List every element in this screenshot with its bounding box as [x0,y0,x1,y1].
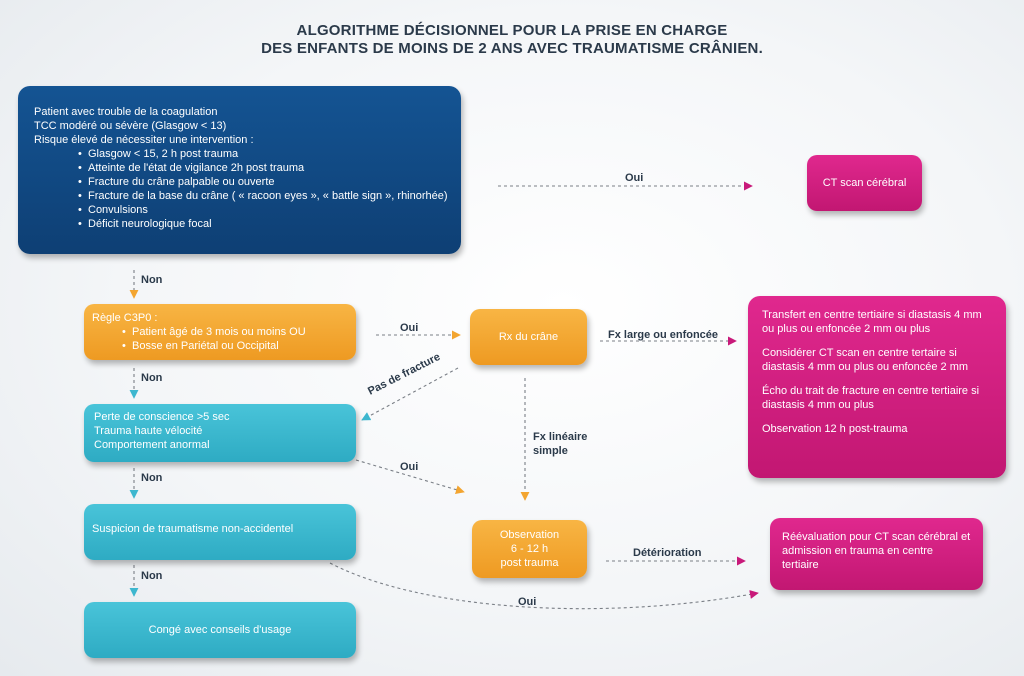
label-fx-large: Fx large ou enfoncée [608,329,719,341]
label-oui-top: Oui [625,172,644,184]
suspicion-text: Suspicion de traumatisme non-accidentel [92,523,294,535]
label-oui-bottom: Oui [518,596,537,608]
title-line-1: ALGORITHME DÉCISIONNEL POUR LA PRISE EN … [296,22,728,39]
page-title: ALGORITHME DÉCISIONNEL POUR LA PRISE EN … [0,22,1024,58]
loss-of-consciousness-box: Perte de conscience >5 sec Trauma haute … [84,404,356,462]
rule-c3p0-title: Règle C3P0 : [92,312,158,324]
list-item: Patient âgé de 3 mois ou moins OU [132,325,348,339]
observation-line-3: post trauma [500,557,559,569]
reevaluation-box: Réévaluation pour CT scan cérébral et ad… [770,518,983,590]
list-item: Glasgow < 15, 2 h post trauma [88,147,451,161]
criteria-line-coagulation: Patient avec trouble de la coagulation [34,106,218,118]
list-item: Fracture de la base du crâne ( « racoon … [88,189,451,203]
label-fx-lineaire-1: Fx linéaire [533,431,588,443]
transfer-paragraph-1: Transfert en centre tertiaire si diastas… [762,309,982,335]
list-item: Fracture du crâne palpable ou ouverte [88,175,451,189]
label-deterioration: Détérioration [633,547,702,559]
perte-line-1: Perte de conscience >5 sec [94,411,230,423]
observation-box: Observation 6 - 12 h post trauma [472,520,587,578]
list-item: Déficit neurologique focal [88,217,451,231]
criteria-list: Glasgow < 15, 2 h post trauma Atteinte d… [34,147,451,231]
criteria-line-tcc: TCC modéré ou sévère (Glasgow < 13) [34,120,227,132]
transfer-paragraph-4: Observation 12 h post-trauma [762,423,908,435]
discharge-box: Congé avec conseils d'usage [84,602,356,658]
arrow-perte-to-observation [355,459,465,495]
list-item: Bosse en Pariétal ou Occipital [132,339,348,353]
label-fx-lineaire-2: simple [533,445,568,457]
label-non-4: Non [141,570,163,582]
rule-c3p0-box: Règle C3P0 : Patient âgé de 3 mois ou mo… [84,304,356,360]
label-non-3: Non [141,472,163,484]
label-non-2: Non [141,372,163,384]
label-oui-obs: Oui [400,461,419,473]
criteria-line-risk: Risque élevé de nécessiter une intervent… [34,134,254,146]
arrow-suspicion-to-reeval [329,562,759,610]
non-accidental-suspicion-box: Suspicion de traumatisme non-accidentel [84,504,356,560]
observation-line-2: 6 - 12 h [510,543,549,555]
ct-scan-box: CT scan cérébral [807,155,922,211]
title-line-2: DES ENFANTS DE MOINS DE 2 ANS AVEC TRAUM… [261,40,763,57]
tertiary-transfer-box: Transfert en centre tertiaire si diastas… [748,296,1006,478]
transfer-paragraph-2: Considérer CT scan en centre tertaire si… [762,347,969,373]
label-oui-rx: Oui [400,322,419,334]
perte-line-2: Trauma haute vélocité [94,425,203,437]
rule-c3p0-list: Patient âgé de 3 mois ou moins OU Bosse … [92,325,348,353]
observation-line-1: Observation [499,529,560,541]
high-risk-criteria-box: Patient avec trouble de la coagulation T… [18,86,461,254]
reevaluation-text: Réévaluation pour CT scan cérébral et ad… [782,531,971,571]
transfer-paragraph-3: Écho du trait de fracture en centre tert… [762,385,980,411]
arrow-rx-to-perte [361,367,459,421]
skull-xray-box: Rx du crâne [470,309,587,365]
perte-line-3: Comportement anormal [94,439,210,451]
label-non-1: Non [141,274,163,286]
list-item: Atteinte de l'état de vigilance 2h post … [88,161,451,175]
list-item: Convulsions [88,203,451,217]
